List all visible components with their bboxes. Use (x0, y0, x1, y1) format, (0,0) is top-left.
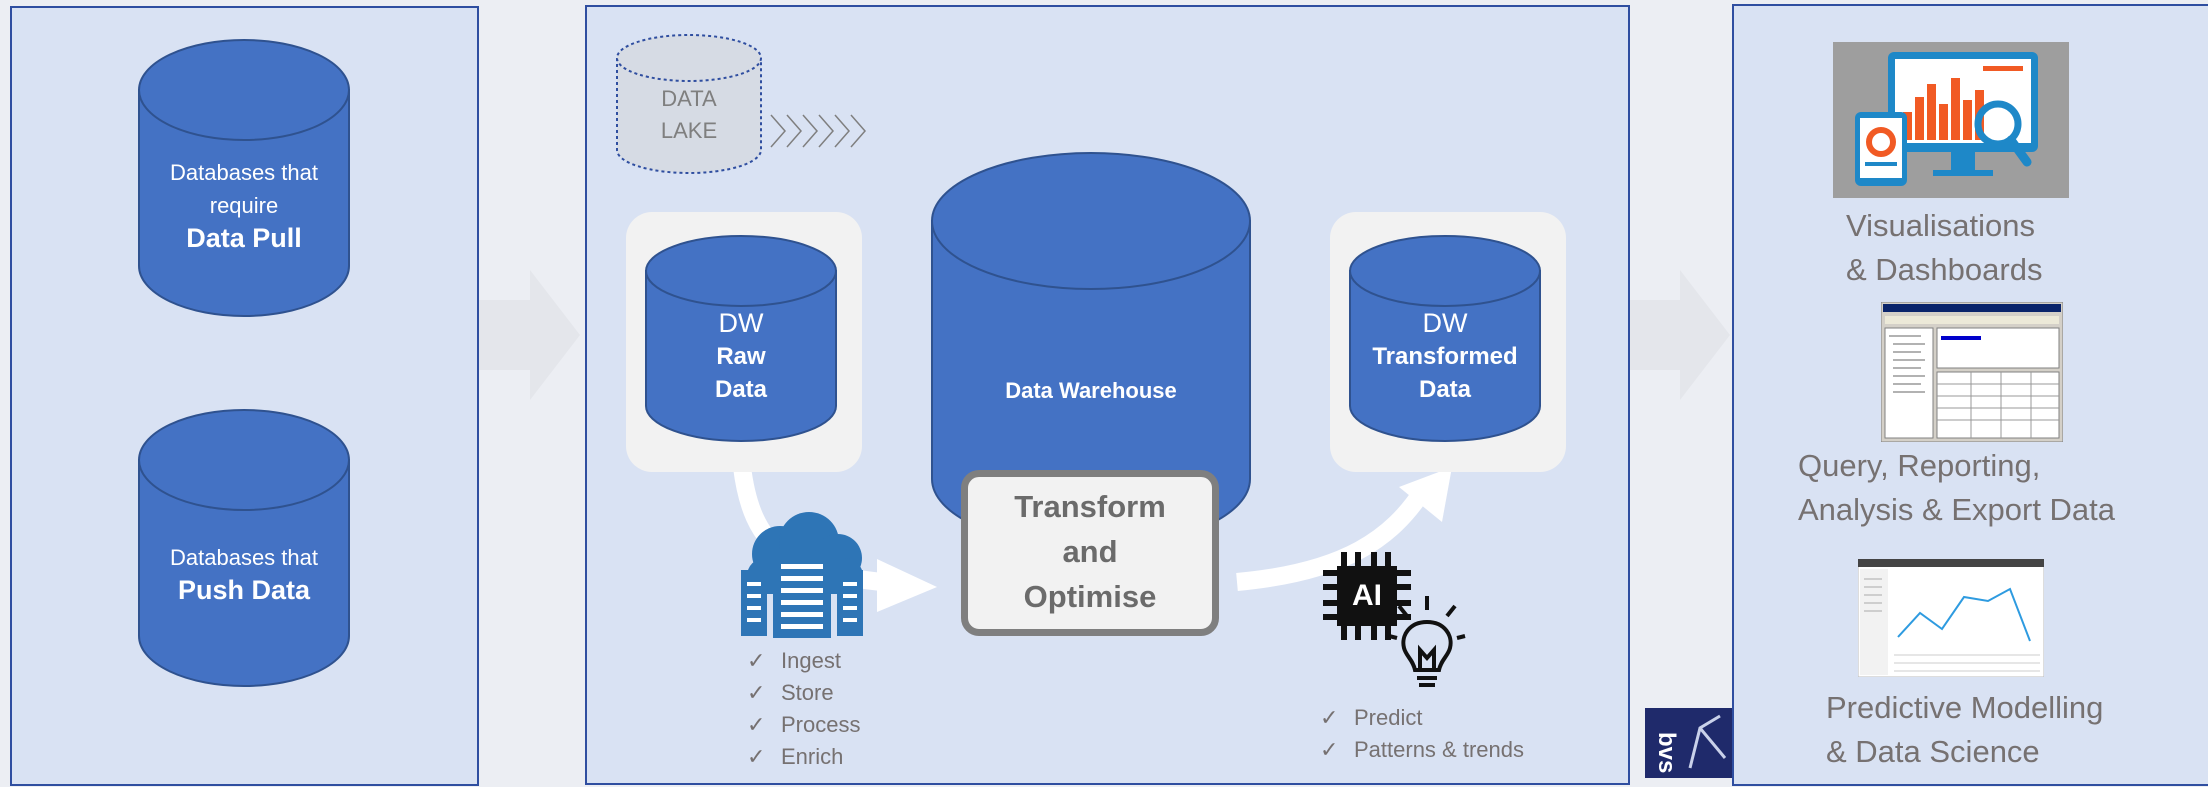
pull-db-title: Data Pull (186, 223, 302, 253)
database-icon (138, 409, 350, 687)
database-icon (931, 152, 1251, 548)
database-icon (616, 34, 762, 174)
database-icon (645, 235, 837, 442)
data-lake-cylinder: DATA LAKE (615, 33, 763, 175)
transform-line1: Transform (1014, 489, 1166, 524)
checklist-item: ✓Patterns & trends (1320, 734, 1524, 766)
data-lake-line1: DATA (661, 86, 717, 111)
data-warehouse-label: Data Warehouse (1005, 378, 1177, 403)
raw-line3: Data (714, 376, 768, 403)
ingest-checklist: ✓Ingest ✓Store ✓Process ✓Enrich (747, 645, 860, 773)
warehouse-panel: DATA LAKE DW Raw Data Data Warehouse (585, 5, 1630, 785)
data-lake-line2: LAKE (660, 118, 718, 143)
output-caption-visualisations: Visualisations & Dashboards (1846, 208, 2043, 287)
company-logo-fragment: bvs (1645, 708, 1733, 778)
check-icon: ✓ (1320, 705, 1339, 730)
output-caption-predictive: Predictive Modelling & Data Science (1826, 690, 2104, 769)
raw-line2: Raw (716, 343, 766, 370)
dashboard-devices-icon (1833, 42, 2069, 198)
ai-chip-icon: AI (1321, 550, 1413, 642)
sources-panel: Databases that require Data Pull Databas… (10, 6, 479, 786)
database-icon (138, 39, 350, 317)
transform-line3: Optimise (1023, 579, 1157, 614)
transformed-line2: Transformed (1372, 343, 1518, 370)
predict-checklist: ✓Predict ✓Patterns & trends (1320, 702, 1524, 766)
svg-text:bvs: bvs (1653, 732, 1680, 773)
database-icon (1349, 235, 1541, 442)
query-tool-screenshot (1881, 302, 2063, 442)
pull-db-line1: Databases that (170, 160, 318, 185)
raw-data-cylinder: DW Raw Data (644, 234, 838, 444)
check-icon: ✓ (1320, 737, 1339, 762)
transformed-data-tile: DW Transformed Data (1330, 212, 1566, 472)
pull-db-line2: require (209, 193, 279, 218)
line-chart-screenshot (1858, 559, 2044, 677)
check-icon: ✓ (747, 744, 766, 769)
raw-data-tile: DW Raw Data (626, 212, 862, 472)
transformed-line1: DW (1422, 308, 1468, 338)
checklist-item: ✓Predict (1320, 702, 1524, 734)
checklist-item: ✓Process (747, 709, 860, 741)
check-icon: ✓ (747, 680, 766, 705)
output-caption-query: Query, Reporting, Analysis & Export Data (1798, 448, 2116, 527)
transformed-line3: Data (1418, 376, 1472, 403)
ai-label: AI (1352, 579, 1382, 612)
data-warehouse-cylinder: Data Warehouse (930, 151, 1252, 549)
transformed-data-cylinder: DW Transformed Data (1348, 234, 1542, 444)
checklist-item: ✓Enrich (747, 741, 860, 773)
push-db-title: Push Data (177, 575, 311, 605)
check-icon: ✓ (747, 712, 766, 737)
push-db-line1: Databases that (170, 545, 318, 570)
push-database-cylinder: Databases that Push Data (137, 408, 351, 688)
checklist-item: ✓Ingest (747, 645, 860, 677)
checklist-item: ✓Store (747, 677, 860, 709)
transform-optimise-box: Transform and Optimise (961, 470, 1219, 636)
cloud-server-icon (741, 512, 863, 638)
lightbulb-icon (1388, 596, 1466, 687)
raw-line1: DW (718, 308, 764, 338)
pull-database-cylinder: Databases that require Data Pull (137, 38, 351, 318)
outputs-panel: Visualisations & Dashboards Query, Repor… (1732, 4, 2208, 786)
transform-line2: and (1062, 534, 1118, 569)
check-icon: ✓ (747, 648, 766, 673)
